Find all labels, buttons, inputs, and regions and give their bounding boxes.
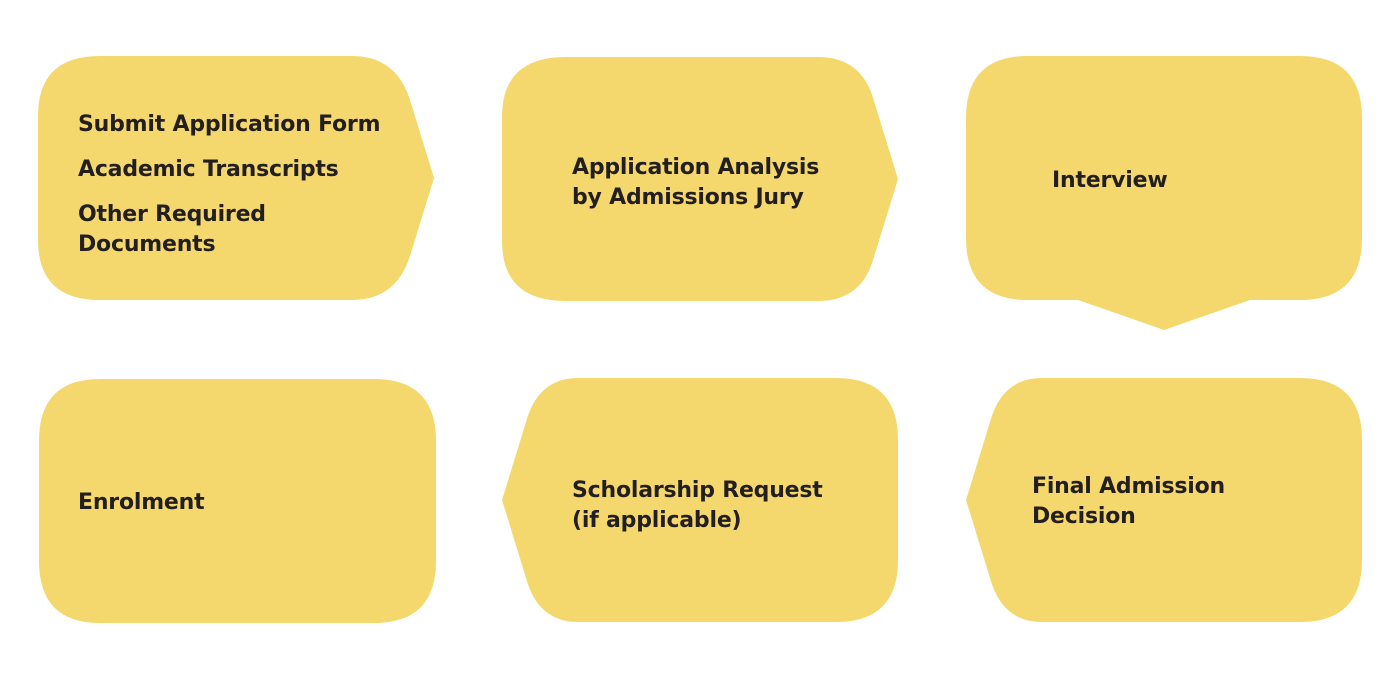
step-shape-submit-application — [38, 56, 434, 300]
step-shape-enrolment — [39, 379, 436, 623]
step-shape-scholarship-request — [502, 378, 898, 622]
step-label-line: Final Admission — [1032, 474, 1226, 499]
step-label-line: Academic Transcripts — [78, 157, 339, 182]
step-label-line: Submit Application Form — [78, 112, 381, 137]
step-shape-final-admission-decision — [966, 378, 1362, 622]
step-label-submit-application: Submit Application Form Academic Transcr… — [78, 110, 381, 260]
step-label-scholarship-request: Scholarship Request (if applicable) — [572, 476, 823, 536]
step-label-line: Other Required — [78, 202, 266, 227]
step-label-interview: Interview — [1052, 166, 1168, 196]
step-label-line: Documents — [78, 232, 216, 257]
step-label-final-admission-decision: Final Admission Decision — [1032, 472, 1225, 532]
step-label-application-analysis: Application Analysis by Admissions Jury — [572, 153, 819, 213]
step-label-enrolment: Enrolment — [78, 488, 205, 518]
step-label-line: (if applicable) — [572, 508, 742, 533]
step-label-line: Decision — [1032, 504, 1136, 529]
step-label-line: Scholarship Request — [572, 478, 823, 503]
step-label-line: by Admissions Jury — [572, 185, 804, 210]
step-label-line: Enrolment — [78, 490, 205, 515]
step-label-line: Application Analysis — [572, 155, 820, 180]
step-shape-application-analysis — [502, 57, 898, 301]
step-label-line: Interview — [1052, 168, 1168, 193]
step-shape-interview — [966, 56, 1362, 330]
